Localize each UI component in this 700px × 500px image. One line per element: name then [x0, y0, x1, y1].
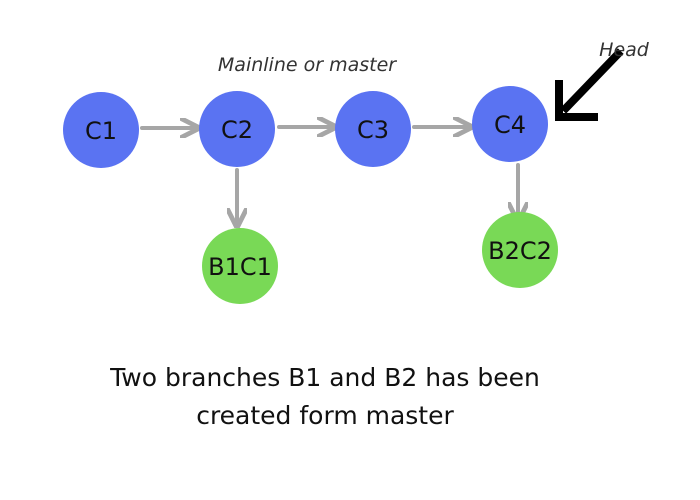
branch-commit-b2c2-label: B2C2 [488, 237, 552, 265]
caption-line-2: created form master [196, 401, 454, 430]
commit-c1: C1 [63, 92, 139, 168]
commit-c4: C4 [472, 86, 548, 162]
commit-c3: C3 [335, 91, 411, 167]
commit-c2-label: C2 [221, 116, 253, 144]
commit-c3-label: C3 [357, 116, 389, 144]
head-label: Head [599, 39, 650, 61]
branch-commit-b2c2: B2C2 [482, 212, 558, 288]
mainline-label: Mainline or master [218, 54, 397, 76]
commit-c4-label: C4 [494, 111, 526, 139]
caption-line-1: Two branches B1 and B2 has been [109, 363, 540, 392]
branch-commit-b1c1-label: B1C1 [208, 253, 272, 281]
head-pointer-arrow [555, 48, 624, 121]
commit-c1-label: C1 [85, 117, 117, 145]
branch-commit-b1c1: B1C1 [202, 228, 278, 304]
commit-c2: C2 [199, 91, 275, 167]
